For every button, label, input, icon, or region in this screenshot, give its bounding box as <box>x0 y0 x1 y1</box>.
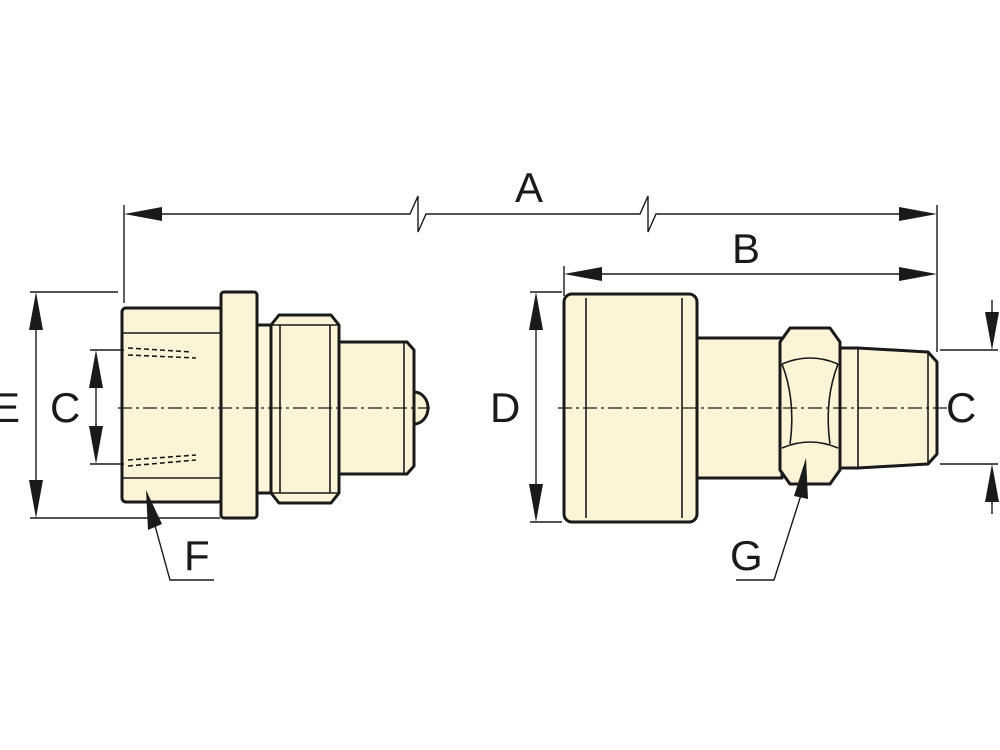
dim-d-arrow-top <box>529 292 543 330</box>
dim-c-left-arrow-bottom <box>89 426 103 464</box>
dim-b-arrow-right <box>899 267 937 281</box>
dimension-e: E <box>0 291 220 519</box>
leader-g: G <box>730 458 808 581</box>
right-hex <box>778 326 842 486</box>
dim-e-arrow-top <box>29 292 43 330</box>
dim-a-arrow-right <box>899 207 937 221</box>
dimension-c-left: C <box>50 349 124 465</box>
dim-c-right-arrow-bottom <box>985 464 999 502</box>
left-hidden-thread-top-2 <box>127 354 197 359</box>
left-hidden-thread-top-1 <box>127 347 193 353</box>
label-e: E <box>0 384 20 431</box>
dim-c-right-arrow-top <box>985 312 999 350</box>
left-plug <box>120 290 430 520</box>
label-g: G <box>730 532 763 579</box>
label-b: B <box>732 225 760 272</box>
dim-a-arrow-left <box>124 207 162 221</box>
left-flange <box>219 290 259 520</box>
label-f: F <box>184 532 210 579</box>
dim-b-arrow-left <box>564 267 602 281</box>
label-c-right: C <box>946 384 976 431</box>
leader-f-arrow <box>146 490 162 530</box>
dimension-d: D <box>490 291 562 523</box>
leader-g-line <box>736 494 802 581</box>
label-c-left: C <box>50 384 80 431</box>
dim-d-arrow-bottom <box>529 484 543 522</box>
dimension-c-right: C <box>940 300 999 514</box>
left-hidden-thread-bottom-2 <box>127 459 197 467</box>
dim-a-line <box>160 195 900 233</box>
left-hex-nut <box>269 313 341 505</box>
dimension-a: A <box>123 164 938 352</box>
right-hex-face-bottom <box>781 441 839 449</box>
label-d: D <box>490 384 520 431</box>
label-a: A <box>515 164 543 211</box>
right-hex-face-mid-top-r <box>827 363 839 445</box>
leader-f-line <box>153 521 214 581</box>
right-socket <box>562 292 939 524</box>
dim-e-arrow-bottom <box>29 480 43 518</box>
right-hex-face-mid-top <box>781 363 793 445</box>
left-hidden-thread-bottom-1 <box>127 454 197 461</box>
leader-f: F <box>146 490 214 581</box>
right-hex-face-top <box>781 357 839 365</box>
left-socket-body <box>120 306 224 504</box>
dim-c-left-arrow-top <box>89 350 103 388</box>
dimension-b: B <box>563 225 937 296</box>
left-collar <box>255 323 273 495</box>
leader-g-arrow <box>794 458 808 499</box>
